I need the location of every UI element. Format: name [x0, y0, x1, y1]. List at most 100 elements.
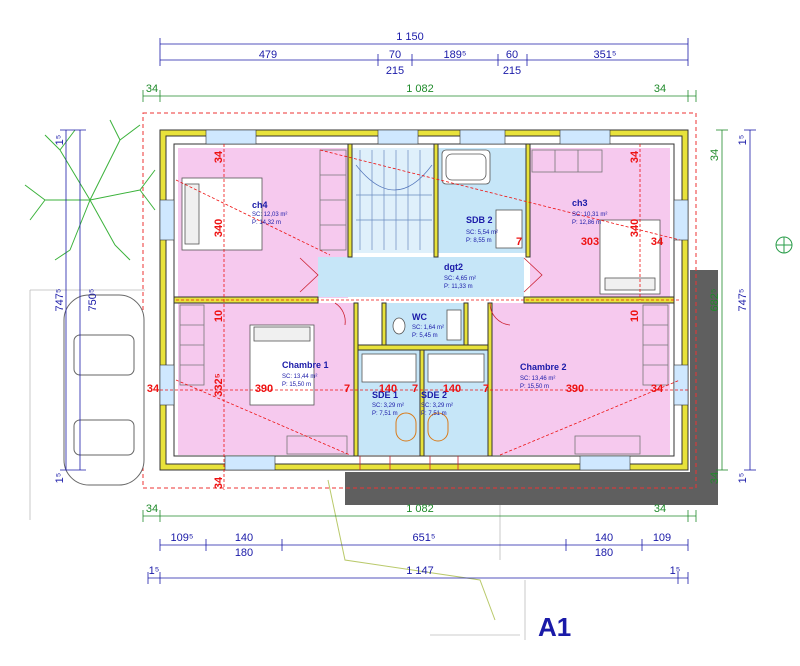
- dim-bottom-row2-3: 651⁵: [413, 532, 436, 544]
- dim-top-seg-4: 60: [506, 49, 518, 61]
- room-name-sdb2: SDB 2: [466, 215, 493, 225]
- room-name-sde1: SDE 1: [372, 390, 398, 400]
- room-name-ch3: ch3: [572, 198, 588, 208]
- dim-bottom-row2-1: 109⁵: [171, 532, 194, 544]
- property-limit: [142, 112, 697, 489]
- dim-top-seg-1: 479: [259, 49, 277, 61]
- room-p-chambre2: P: 15,50 m: [520, 384, 549, 390]
- red-dim-row-seven-b: 7: [412, 383, 418, 395]
- dim-top-sub-2: 215: [503, 65, 521, 77]
- dim-left-outer: 747⁵: [54, 289, 66, 312]
- dim-wall-middle: 1 082: [406, 83, 434, 95]
- dim-top-seg-3: 189⁵: [444, 49, 467, 61]
- red-dim-mid-right: 34: [651, 383, 664, 395]
- dim-top-sub-1: 215: [386, 65, 404, 77]
- dim-top-seg-2: 70: [389, 49, 401, 61]
- red-dim-sdb2-seven: 7: [516, 236, 522, 248]
- dim-right-top-small: 1⁵: [737, 135, 749, 146]
- terrain-shadow: [345, 270, 718, 505]
- room-sc-wc: SC: 1,64 m²: [412, 325, 444, 331]
- red-dim-mid-left: 34: [147, 383, 160, 395]
- shower-trays: [395, 412, 449, 442]
- path-line: [327, 479, 496, 621]
- green-dimension-lines: [142, 90, 728, 522]
- room-name-sde2: SDE 2: [421, 390, 447, 400]
- dim-bottom-row2-sub-2: 180: [595, 547, 613, 559]
- room-p-sdb2: P: 8,55 m: [466, 238, 492, 244]
- dim-wall-right: 34: [654, 83, 666, 95]
- room-name-dgt2: dgt2: [444, 262, 463, 272]
- room-name-ch4: ch4: [252, 200, 268, 210]
- dim-right-outer: 747⁵: [737, 289, 749, 312]
- closets: [179, 149, 669, 455]
- red-dim-ch3-side: 34: [651, 236, 664, 248]
- room-p-chambre1: P: 15,50 m: [282, 382, 311, 388]
- room-sc-ch3: SC: 10,31 m²: [572, 212, 607, 218]
- dim-bottom-row3-middle: 1 147: [406, 565, 434, 577]
- top-dimension-lines: [159, 38, 689, 66]
- dim-wall-left: 34: [146, 83, 158, 95]
- room-p-sde2: P: 7,51 m: [421, 411, 447, 417]
- red-dim-bottom-left: 34: [213, 476, 225, 489]
- dim-bottom-row3-left: 1⁵: [149, 565, 160, 577]
- room-dgt2: [318, 257, 524, 297]
- doors: [299, 257, 543, 470]
- compass-symbol: [775, 236, 793, 254]
- red-dim-row-seven-a: 7: [344, 383, 350, 395]
- dim-bottom-row1-left: 34: [146, 503, 158, 515]
- axis-lines: [155, 144, 690, 490]
- dim-bottom-row2-sub-1: 180: [235, 547, 253, 559]
- red-dim-row-seven-c: 7: [483, 383, 489, 395]
- dim-bottom-row1-right: 34: [654, 503, 666, 515]
- room-sc-sdb2: SC: 5,54 m²: [466, 230, 498, 236]
- car-symbol: [63, 294, 145, 486]
- dim-bottom-row1-middle: 1 082: [406, 503, 434, 515]
- room-p-sde1: P: 7,51 m: [372, 411, 398, 417]
- room-name-chambre2: Chambre 2: [520, 362, 567, 372]
- windows: [159, 129, 689, 471]
- staircase: [355, 150, 433, 250]
- dim-right-bottom-green: 34: [709, 472, 721, 484]
- red-dim-corridor-left: 10: [213, 310, 225, 322]
- red-dim-chambre1-height: 332⁵: [213, 373, 225, 397]
- bottom-dimension-lines: [60, 129, 756, 584]
- room-stairs: [352, 148, 434, 253]
- red-dim-top-left: 34: [213, 150, 225, 163]
- red-dim-top-right: 34: [629, 150, 641, 163]
- room-sc-sde2: SC: 3,29 m²: [421, 403, 453, 409]
- room-sc-chambre1: SC: 13,44 m²: [282, 374, 317, 380]
- red-dim-corridor-right: 10: [629, 310, 641, 322]
- red-dim-ch3-width: 303: [581, 236, 599, 248]
- room-p-ch3: P: 12,86 m: [572, 220, 601, 226]
- room-sc-sde1: SC: 3,29 m²: [372, 403, 404, 409]
- sanitary: [361, 149, 523, 383]
- dim-left-inner: 750⁵: [87, 289, 99, 312]
- dim-top-seg-5: 351⁵: [594, 49, 617, 61]
- dim-right-inner-green: 682⁵: [709, 289, 721, 312]
- dim-bottom-row3-right: 1⁵: [670, 565, 681, 577]
- room-name-chambre1: Chambre 1: [282, 360, 329, 370]
- dim-right-top-green: 34: [709, 149, 721, 161]
- beds: [181, 177, 661, 406]
- dim-bottom-row2-4: 140: [595, 532, 613, 544]
- room-p-dgt2: P: 11,33 m: [444, 284, 473, 290]
- room-chambre2: [492, 303, 670, 455]
- room-p-ch4: P: 14,32 m: [252, 220, 281, 226]
- red-dim-sde2-width: 140: [443, 383, 461, 395]
- red-dim-chambre1-width: 390: [255, 383, 273, 395]
- red-dim-chambre2-width: 390: [566, 383, 584, 395]
- red-dim-sde1-width: 140: [379, 383, 397, 395]
- dim-bottom-row2-2: 140: [235, 532, 253, 544]
- dim-left-top-small: 1⁵: [54, 135, 66, 146]
- dim-left-bottom-small: 1⁵: [54, 473, 66, 484]
- plan-title: A1: [538, 612, 571, 642]
- dim-overall-top: 1 150: [396, 31, 424, 43]
- red-dim-ch3-height: 340: [629, 219, 641, 237]
- red-dim-ch4-height: 340: [213, 219, 225, 237]
- room-name-wc: WC: [412, 312, 427, 322]
- dim-right-bottom-small: 1⁵: [737, 473, 749, 484]
- dim-bottom-row2-5: 109: [653, 532, 671, 544]
- room-p-wc: P: 5,45 m: [412, 333, 438, 339]
- room-sc-dgt2: SC: 4,65 m²: [444, 276, 476, 282]
